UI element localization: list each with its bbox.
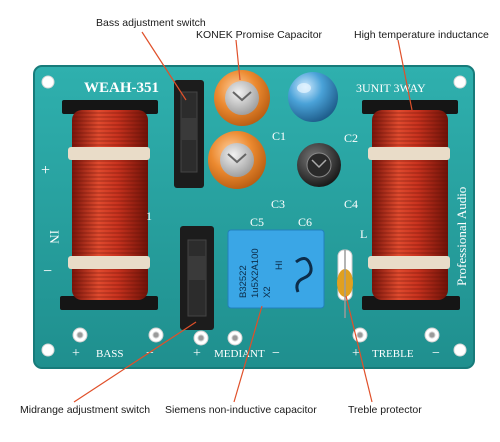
- mediant-label: MEDIANT: [214, 348, 265, 360]
- c2-label: C2: [344, 131, 358, 145]
- callout-midrange-switch: Midrange adjustment switch: [20, 404, 151, 416]
- callout-treble-protector: Treble protector: [348, 404, 422, 416]
- midrange-switch: [180, 226, 214, 330]
- right-inductor: L: [360, 100, 460, 310]
- siemens-capacitor: B32522 1u5X2A100 X2 HI: [227, 229, 325, 309]
- c4-label: C4: [344, 197, 358, 211]
- c5-label: C5: [250, 215, 264, 229]
- callout-high-temp-inductance: High temperature inductance: [354, 29, 489, 41]
- cap-line4: HI: [274, 261, 285, 271]
- callout-lines: [73, 31, 413, 403]
- l1-label: 1: [146, 209, 152, 223]
- left-inductor: 1: [60, 100, 158, 310]
- c6-label: C6: [298, 215, 312, 229]
- black-capacitor-c6: [297, 143, 341, 187]
- bass-switch: [174, 80, 204, 188]
- in-plus-label: +: [41, 162, 50, 179]
- treble-plus: +: [352, 346, 360, 361]
- treble-label: TREBLE: [372, 348, 414, 360]
- in-minus-label: −: [43, 263, 52, 280]
- l2-label: L: [360, 227, 367, 241]
- mounting-holes: [41, 75, 467, 357]
- model-label: WEAH-351: [84, 80, 159, 96]
- siemens-logo-icon: [295, 257, 313, 293]
- terminal-pads: [72, 327, 440, 346]
- c3-label: C3: [271, 197, 285, 211]
- konek-capacitor-c1: [214, 70, 270, 126]
- cap-line2: 1u5X2A100: [250, 248, 261, 298]
- callout-siemens-capacitor: Siemens non-inductive capacitor: [165, 404, 317, 416]
- cap-line3: X2: [262, 286, 273, 298]
- treble-protector: [337, 249, 353, 318]
- mediant-minus: −: [272, 346, 280, 361]
- brand-side-label: Professional Audio: [454, 187, 469, 286]
- in-label: IN: [47, 230, 62, 244]
- treble-minus: −: [432, 346, 440, 361]
- cap-line1: B32522: [238, 265, 249, 298]
- unit-label: 3UNIT 3WAY: [356, 81, 426, 95]
- callout-bass-switch: Bass adjustment switch: [96, 17, 206, 29]
- c1-label: C1: [272, 129, 286, 143]
- bass-plus: +: [72, 346, 80, 361]
- konek-capacitor-c3: [208, 131, 266, 189]
- mediant-plus: +: [193, 346, 201, 361]
- bass-label: BASS: [96, 348, 124, 360]
- bass-minus: −: [146, 346, 154, 361]
- blue-capacitor-c2: [288, 72, 338, 122]
- callout-konek-capacitor: KONEK Promise Capacitor: [196, 29, 323, 41]
